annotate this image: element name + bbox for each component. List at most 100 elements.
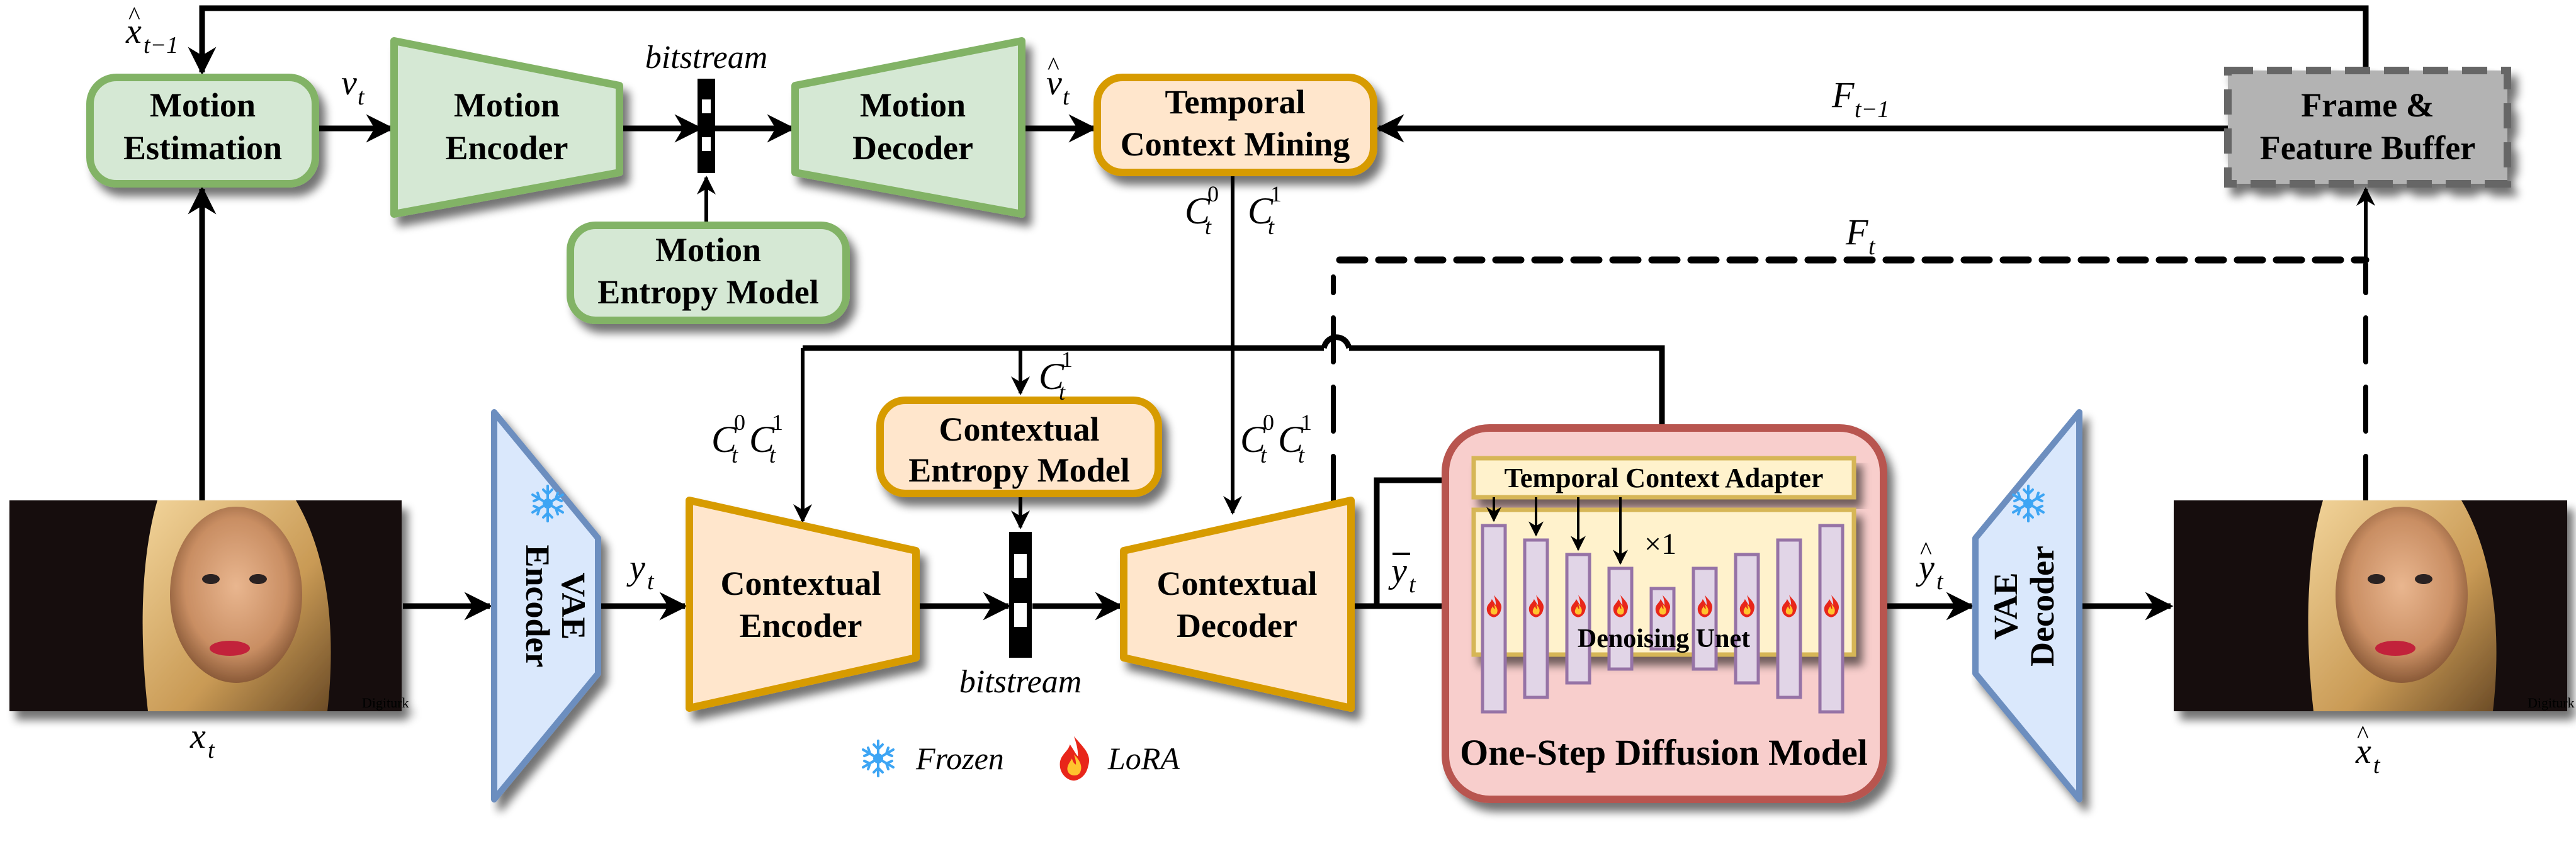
symbol-y: y t	[626, 548, 655, 595]
svg-text:C: C	[1039, 356, 1065, 397]
vae-encoder-label-2: Encoder	[519, 545, 556, 668]
motion-bitstream-icon	[698, 79, 715, 173]
svg-text:0: 0	[1263, 410, 1274, 435]
buffer-label-2: Feature Buffer	[2260, 129, 2475, 167]
svg-text:t: t	[769, 442, 776, 468]
svg-text:^: ^	[1920, 536, 1932, 565]
symbol-C0-C1-decoder: C0t C1t	[1240, 410, 1312, 468]
denoising-unet-label: Denoising Unet	[1578, 624, 1750, 653]
svg-text:v: v	[1046, 64, 1062, 103]
symbol-x-prev: x ^ t−1	[125, 1, 178, 59]
motion-decoder-label-2: Decoder	[852, 129, 973, 167]
svg-text:x: x	[2355, 732, 2371, 771]
svg-text:t: t	[1063, 84, 1070, 110]
contextual-bitstream-label: bitstream	[959, 664, 1082, 700]
motion-estimation-label-1: Motion	[150, 86, 256, 124]
svg-text:1: 1	[772, 410, 783, 435]
svg-text:C: C	[1278, 419, 1304, 460]
motion-entropy-model-box	[567, 222, 850, 324]
symbol-v-hat: v ^ t	[1046, 52, 1070, 110]
unet-block	[1692, 566, 1718, 671]
svg-text:^: ^	[1048, 52, 1059, 80]
motion-decoder-label-1: Motion	[860, 86, 966, 124]
cenc-label-2: Encoder	[740, 607, 862, 645]
svg-text:x: x	[125, 12, 142, 51]
svg-text:x: x	[189, 717, 206, 756]
svg-text:0: 0	[1207, 181, 1219, 206]
contextual-encoder-shape	[686, 497, 920, 712]
svg-text:C: C	[1240, 419, 1266, 460]
symbol-v: v t	[341, 64, 365, 110]
svg-text:t: t	[1268, 214, 1275, 239]
svg-text:y: y	[1388, 551, 1407, 590]
symbol-C0-C1-tcm: C0t C1t	[1185, 181, 1282, 239]
svg-text:t: t	[2373, 752, 2381, 779]
output-frame-image: Digiturk	[2174, 500, 2575, 711]
tcm-label-2: Context Mining	[1121, 125, 1350, 163]
tca-to-unet-arrows	[1486, 497, 1628, 565]
wire-cdec-to-tca	[1374, 466, 1472, 606]
legend-lora-icon	[1059, 736, 1090, 781]
unet-block	[1607, 566, 1634, 671]
symbol-F-prev: F t−1	[1831, 74, 1889, 123]
contextual-decoder-shape	[1120, 497, 1355, 712]
unet-block	[1481, 524, 1507, 714]
motion-encoder-shape	[390, 37, 623, 218]
vae-decoder-label-1: VAE	[1987, 572, 2025, 639]
cdec-label-2: Decoder	[1177, 607, 1297, 645]
unet-block	[1776, 538, 1802, 699]
motion-entropy-label-2: Entropy Model	[597, 273, 819, 311]
vae-encoder-label-1: VAE	[555, 572, 592, 639]
buffer-label-1: Frame &	[2301, 86, 2434, 124]
svg-text:C: C	[711, 419, 737, 460]
svg-text:t: t	[1205, 214, 1212, 239]
svg-text:t: t	[358, 84, 365, 110]
svg-text:t: t	[1298, 442, 1305, 468]
svg-text:t: t	[732, 442, 738, 468]
output-watermark: Digiturk	[2528, 695, 2575, 711]
frame-feature-buffer-box	[2224, 67, 2511, 188]
contextual-bitstream-icon	[1009, 532, 1032, 658]
svg-text:t: t	[1409, 572, 1416, 598]
tcm-label-1: Temporal	[1165, 83, 1305, 121]
wire-context-bus	[803, 345, 1662, 454]
symbol-x-hat: x ^ t	[2355, 720, 2381, 779]
motion-entropy-label-1: Motion	[655, 231, 761, 269]
svg-text:t: t	[647, 568, 655, 595]
cem-label-1: Contextual	[939, 410, 1100, 448]
one-step-diffusion-label: One-Step Diffusion Model	[1460, 732, 1868, 773]
svg-text:t: t	[1936, 568, 1944, 595]
symbol-C1-entropy: C1t	[1039, 347, 1073, 405]
temporal-context-adapter-box	[1471, 456, 1856, 500]
svg-text:1: 1	[1270, 181, 1282, 206]
symbol-C0-C1-encoder: C0t C1t	[711, 410, 783, 468]
cenc-label-1: Contextual	[721, 565, 881, 602]
legend-frozen-label: Frozen	[915, 741, 1004, 776]
vae-decoder-label-2: Decoder	[2023, 546, 2061, 667]
legend-lora-label: LoRA	[1107, 741, 1180, 776]
svg-text:^: ^	[128, 1, 140, 30]
symbol-x: x t	[189, 717, 215, 763]
motion-estimation-label-2: Estimation	[123, 129, 282, 167]
legend-frozen-icon	[862, 740, 895, 777]
unet-block	[1565, 553, 1591, 685]
svg-text:1: 1	[1061, 347, 1073, 372]
svg-text:F: F	[1831, 74, 1855, 115]
svg-text:t: t	[208, 737, 215, 763]
symbol-y-bar: y t	[1388, 551, 1416, 598]
input-frame-image: Digiturk	[9, 500, 409, 711]
symbol-y-hat: y ^ t	[1916, 536, 1944, 595]
motion-encoder-label-2: Encoder	[446, 129, 568, 167]
unet-block	[1818, 524, 1844, 714]
svg-text:v: v	[341, 64, 357, 103]
contextual-entropy-model-box	[876, 397, 1162, 497]
unet-blocks	[1481, 524, 1844, 714]
svg-text:t−1: t−1	[1855, 96, 1889, 123]
svg-text:t: t	[1868, 234, 1876, 260]
svg-text:C: C	[749, 419, 775, 460]
motion-encoder-label-1: Motion	[454, 86, 560, 124]
unet-block	[1523, 538, 1549, 699]
symbol-F: F t	[1845, 211, 1876, 260]
svg-text:1: 1	[1301, 410, 1312, 435]
